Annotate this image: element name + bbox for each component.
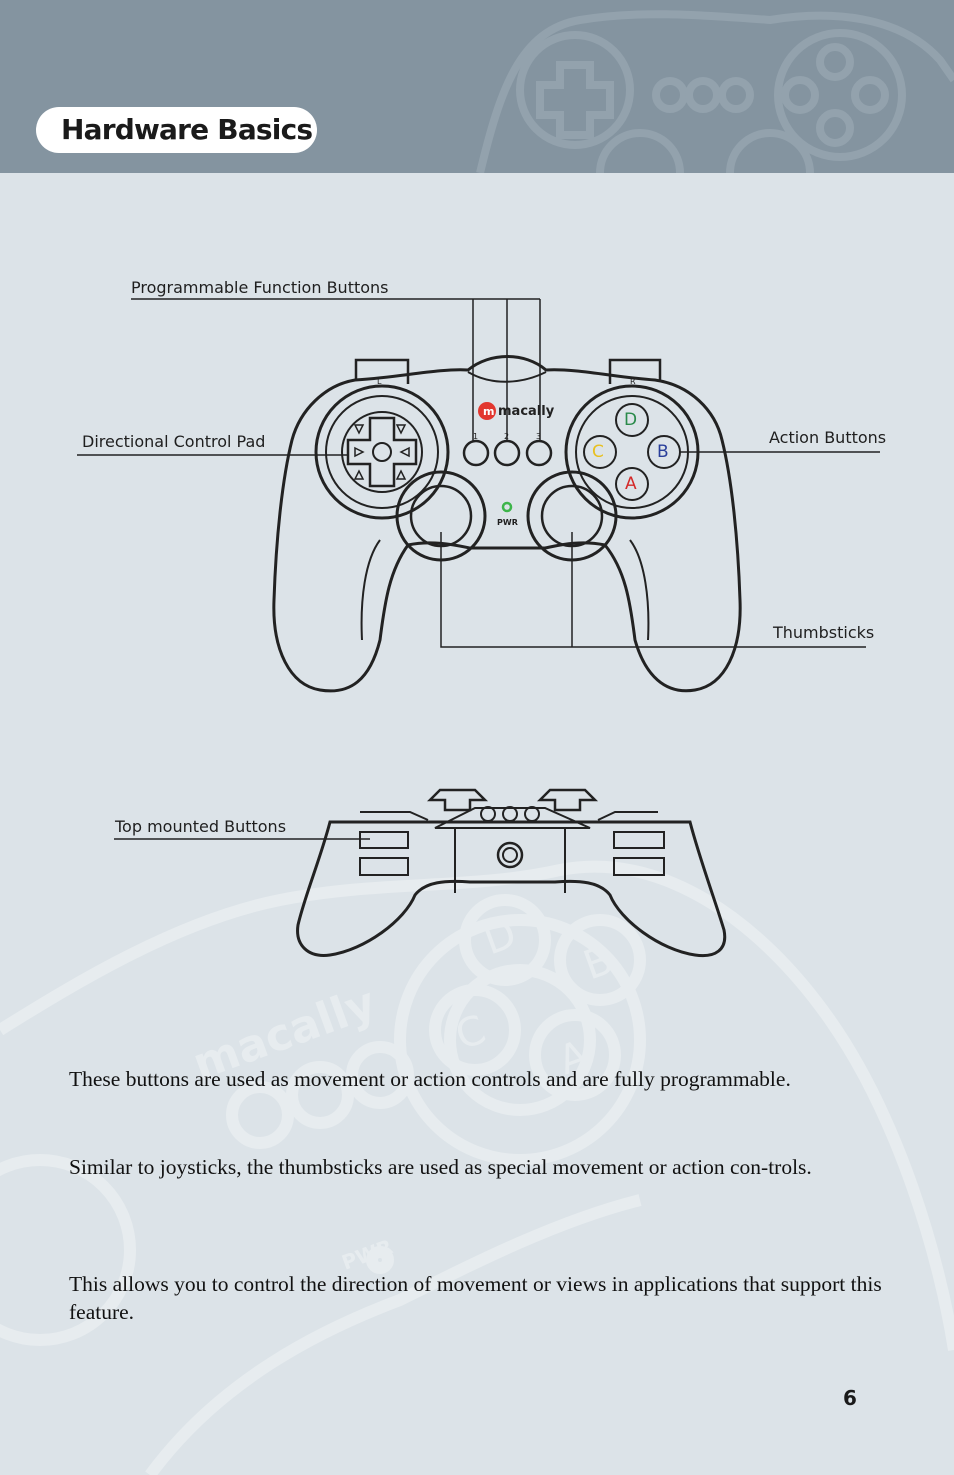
shoulder-label-right: R [630, 377, 636, 386]
function-button-2-label: 2 [504, 432, 510, 441]
svg-text:B: B [578, 937, 620, 990]
paragraph-thumbsticks: Similar to joysticks, the thumbsticks ar… [69, 1155, 812, 1179]
macally-logo-mark [478, 402, 496, 420]
callout-top-mounted-buttons: Top mounted Buttons [115, 817, 287, 836]
power-label: PWR [497, 518, 518, 527]
function-button-3-label: 3 [536, 432, 542, 441]
svg-text:m: m [483, 405, 494, 418]
callout-directional-control-pad: Directional Control Pad [82, 432, 266, 451]
action-button-d: D [624, 410, 638, 430]
header-controller-watermark [476, 10, 954, 173]
callout-thumbsticks: Thumbsticks [773, 623, 875, 642]
callout-programmable-function-buttons: Programmable Function Buttons [131, 278, 389, 297]
background-watermark [0, 860, 954, 1475]
paragraph-programmable-buttons: These buttons are used as movement or ac… [69, 1067, 791, 1091]
callout-action-buttons: Action Buttons [769, 428, 887, 447]
action-button-c: C [592, 442, 604, 462]
paragraph-directional-pad: This allows you to control the direction… [69, 1272, 882, 1324]
action-button-b: B [657, 442, 669, 462]
page-title: Hardware Basics [61, 113, 313, 146]
page-number: 6 [843, 1386, 857, 1410]
function-button-1-label: 1 [473, 432, 479, 441]
shoulder-label-left: L [377, 377, 382, 386]
brand-logo-text: macally [498, 404, 555, 419]
leader-lines [77, 298, 880, 648]
title-pill [36, 107, 317, 153]
action-button-a: A [625, 474, 637, 494]
controller-top-view [296, 788, 727, 958]
